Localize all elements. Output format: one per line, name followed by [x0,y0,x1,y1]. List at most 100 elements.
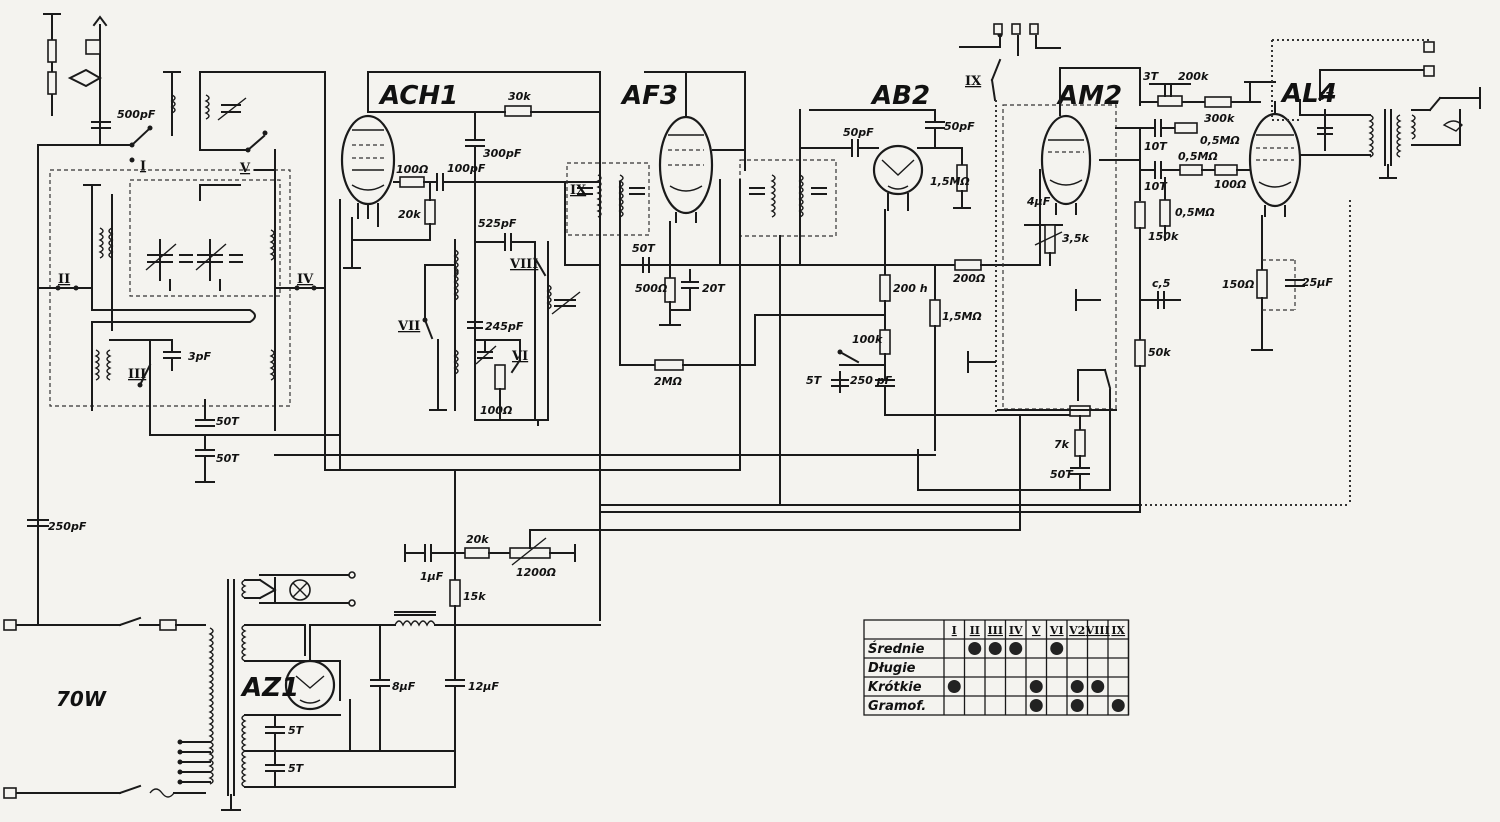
ach1-circuit: 30k 300pF 100Ω 100pF 20k [324,90,741,471]
label-200h: 200 h [893,282,928,295]
label-0-5mohm-b: 0,5MΩ [1178,150,1218,163]
label-1-5mohm-b: 1,5MΩ [942,310,982,323]
table-dot [1029,680,1043,693]
switch-label-iv: IV [297,272,314,287]
ab2-circuit: 50pF 50pF 1,5MΩ 200Ω 1,5MΩ 200 h 100k 25… [799,109,1111,491]
table-dot [947,680,961,693]
oscillator-tank: VII 525pF VIII 245pF 100Ω VI [397,217,581,426]
label-4uf: 4μF [1026,195,1051,208]
label-5t-c: 5T [288,724,305,737]
label-15k: 15k [463,590,486,603]
label-5t-d: 5T [288,762,305,775]
table-row-label: Średnie [868,641,925,657]
label-300k: 300k [1204,112,1235,125]
table-column-header: VI [1049,624,1064,637]
power-label: 70W [56,687,107,711]
switch-label-ix-box: IX [570,183,587,198]
c250pf-left: 250pF [27,519,87,533]
label-0-5mohm-c: 0,5MΩ [1175,206,1215,219]
label-50t-a: 50T [632,242,656,255]
tube-az1: AZ1 [240,624,396,752]
table-column-header: V [1031,624,1041,637]
table-dot [988,642,1002,655]
label-0-5mohm-a: 0,5MΩ [1200,134,1240,147]
tube-label-am2: AM2 [1056,81,1122,111]
label-2mohm: 2MΩ [654,375,682,388]
label-5t-a: 5T [806,374,823,387]
label-100ohm-c: 100Ω [1214,178,1246,191]
label-1-5mohm-a: 1,5MΩ [930,175,970,188]
switch-label-ii: II [58,272,70,287]
tube-label-az1: AZ1 [240,673,299,703]
tube-label-ach1: ACH1 [378,81,458,111]
table-column-header: II [970,624,980,637]
label-10t-a: 10T [1144,140,1168,153]
label-200k: 200k [1178,70,1209,83]
tube-label-ab2: AB2 [870,81,930,111]
switch-label-ix: IX [965,74,982,89]
label-3pf: 3pF [188,350,212,363]
label-500ohm: 500Ω [635,282,667,295]
label-10t-b: 10T [1144,180,1168,193]
table-dot [1009,642,1023,655]
input-coils: II 3pF III [37,144,256,621]
table-row-label: Długie [868,661,916,676]
table-row-label: Krótkie [868,680,922,695]
label-3t: 3T [1143,70,1160,83]
table-dot [1029,699,1043,712]
table-column-header: III [988,624,1003,637]
switch-label-iii: III [128,367,146,382]
label-5t-b: 5T [1318,90,1335,103]
output-transformer-speaker [1368,87,1481,179]
label-12uf: 12μF [468,680,499,693]
label-7k: 7k [1054,438,1070,451]
label-100ohm-b: 100Ω [480,404,512,417]
label-20k-a: 20k [398,208,421,221]
filter-chain: 8μF 12μF 15k 1μF 20k 1200Ω [349,469,1021,788]
label-1uf: 1μF [420,570,444,583]
ht-buses [274,409,1141,513]
table-column-header: VIII [1085,624,1110,637]
label-525pf: 525pF [478,217,517,230]
label-50t-b: 50T [216,415,240,428]
label-150k: 150k [1148,230,1179,243]
switch-label-viii: VIII [509,257,538,272]
al4-circuit: 150Ω 25μF 5T [1140,39,1435,506]
tube-af3: AF3 [620,71,746,223]
tube-ab2: AB2 [870,81,930,211]
gang-capacitor-shield [129,179,281,297]
tube-ach1: ACH1 [340,71,601,219]
label-245pf: 245pF [485,320,524,333]
switch-label-vii: VII [397,319,420,334]
table-dot [1070,699,1084,712]
label-500pf: 500pF [117,108,156,121]
table-dot [1091,680,1105,693]
label-50t-d: 50T [1050,468,1074,481]
tuning-capacitors [145,239,243,291]
label-20k-b: 20k [466,533,489,546]
switch-i: I [99,125,153,174]
table-dot [968,642,982,655]
if-transformer-2 [739,109,837,506]
label-c-5: c,5 [1152,277,1171,290]
label-250pf-b: 250pF [48,520,87,533]
if-transformer-1: IX [564,71,650,621]
label-100ohm-a: 100Ω [396,163,428,176]
decoupling-50t: 50T 50T [149,399,341,483]
switch-label-v: V [239,161,251,176]
label-50pf-b: 50pF [944,120,975,133]
label-50k: 50k [1148,346,1171,359]
switch-label-vi: VI [511,349,528,364]
tube-label-af3: AF3 [620,81,678,111]
switch-ix: IX [959,23,1061,415]
label-50pf-a: 50pF [843,126,874,139]
table-column-header: IV [1009,624,1023,637]
label-100k: 100k [852,333,883,346]
label-50t-c: 50T [216,452,240,465]
label-8uf: 8μF [392,680,416,693]
label-30k: 30k [508,90,531,103]
switch-label-i: I [140,159,146,174]
label-200ohm-a: 200Ω [953,272,985,285]
table-dot [1070,680,1084,693]
